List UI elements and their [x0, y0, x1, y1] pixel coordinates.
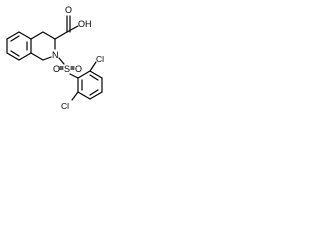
chlorine-bottom-label: Cl — [61, 101, 69, 111]
aromatic-double-bond — [10, 35, 20, 42]
aromatic-double-bond — [10, 50, 20, 57]
sulfonyl-oxygen-left-label: O — [53, 64, 60, 74]
bond — [18, 31, 32, 40]
bond — [42, 31, 56, 40]
carbonyl-oxygen-label: O — [65, 5, 72, 15]
chlorine-substituents: Cl Cl — [61, 54, 104, 111]
bond — [89, 61, 97, 72]
dichlorophenyl-ring — [77, 70, 103, 100]
bond — [6, 31, 20, 40]
sulfonyl-group: S O O — [53, 57, 82, 79]
aromatic-double-bond — [89, 74, 99, 81]
bond — [89, 70, 103, 79]
bond — [69, 73, 79, 79]
piperidine-ring — [30, 31, 56, 61]
bond — [71, 91, 79, 101]
chlorine-top-label: Cl — [96, 54, 104, 64]
bond — [89, 91, 103, 100]
fused-benzene-ring — [6, 31, 32, 61]
aromatic-double-bond — [89, 89, 99, 96]
bond — [58, 57, 65, 65]
sulfur-label: S — [64, 64, 70, 74]
bond — [77, 70, 91, 79]
chemical-structure-diagram: O OH N S O O Cl Cl — [0, 0, 139, 113]
bond — [66, 25, 79, 33]
bond — [54, 31, 68, 40]
bond — [18, 52, 32, 61]
bond — [30, 52, 44, 61]
nitrogen-label: N — [52, 50, 59, 60]
sulfonyl-oxygen-right-label: O — [75, 64, 82, 74]
bond — [77, 91, 91, 100]
bond — [30, 31, 44, 40]
bond — [6, 52, 20, 61]
carboxylic-acid-group: O OH — [54, 5, 92, 40]
bond — [42, 56, 52, 61]
hydroxyl-label: OH — [78, 19, 92, 29]
